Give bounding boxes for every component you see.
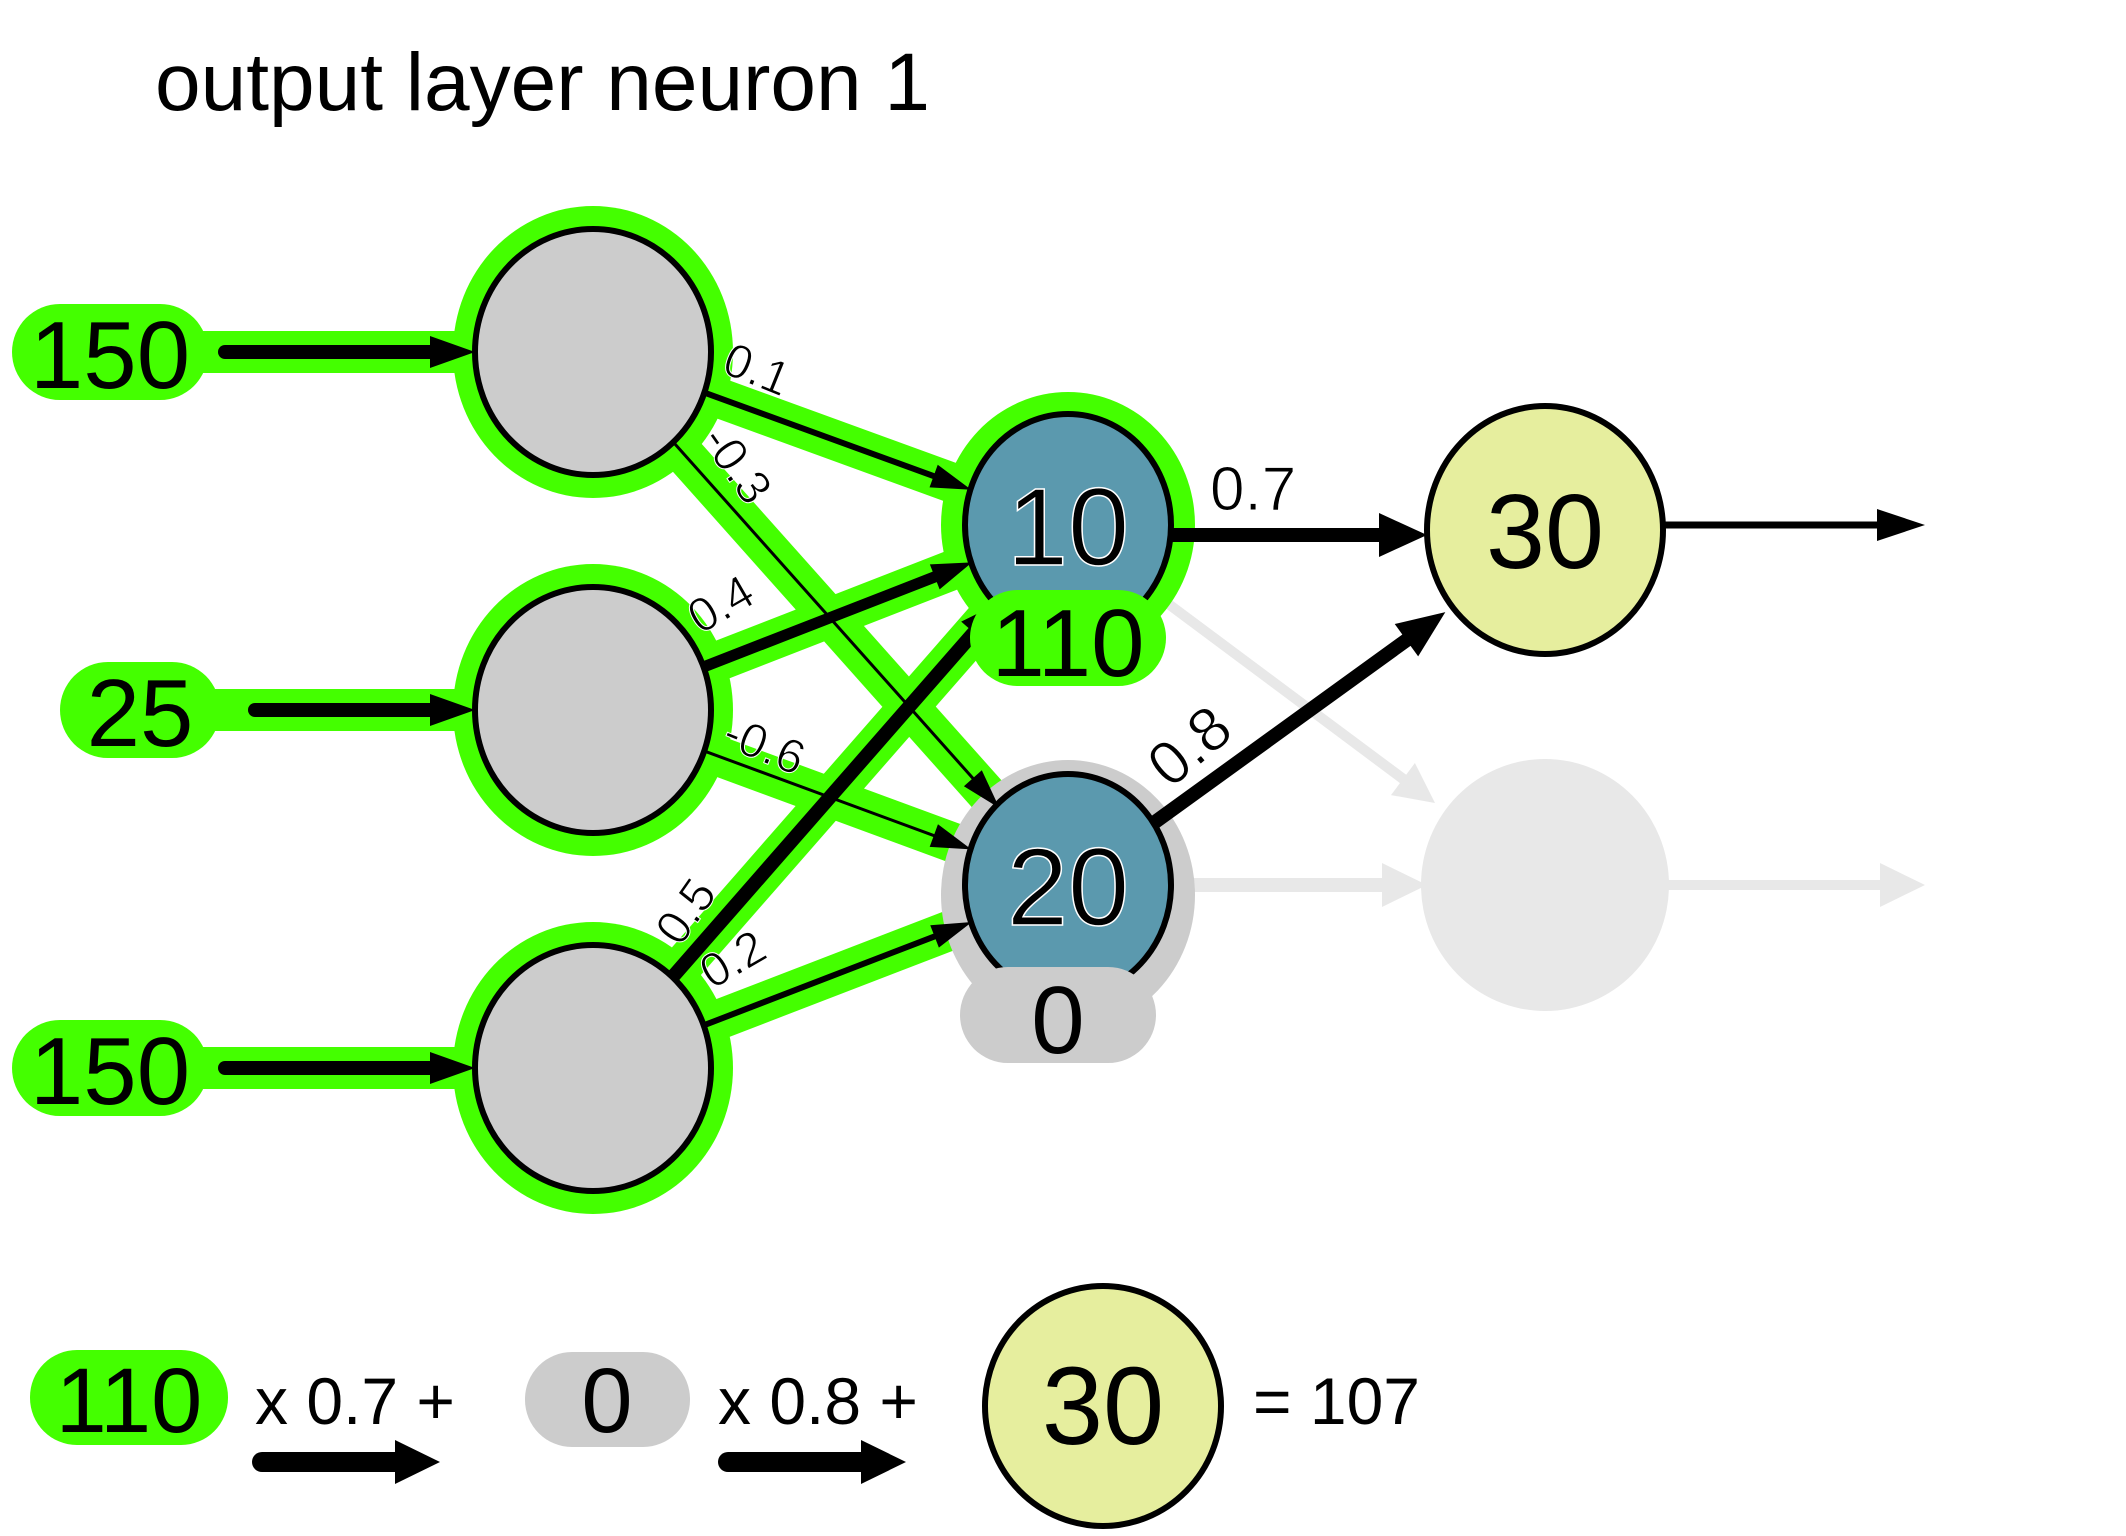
weight-connection (670, 438, 1000, 809)
input-arrow (218, 336, 475, 368)
connections (218, 336, 1925, 1084)
inactive-connections (1138, 580, 1925, 907)
arrowhead-icon (963, 770, 1000, 809)
input-value: 150 (30, 1018, 190, 1125)
input-value: 25 (87, 660, 194, 767)
diagram-title: output layer neuron 1 (155, 37, 930, 128)
weight-arrow-icon (252, 1440, 440, 1484)
equation-bias-neuron (982, 1283, 1224, 1529)
activation-pill (970, 590, 1166, 686)
arrowhead-icon (929, 562, 973, 590)
arrowhead-icon (1379, 513, 1427, 557)
arrowhead-icon (1877, 509, 1925, 541)
output-neuron (1424, 403, 1666, 657)
weight-connection (1164, 513, 1427, 557)
equation-term2-value: 0 (581, 1350, 632, 1452)
arrowhead-icon (430, 336, 475, 368)
equation-term2-op: x 0.8 + (718, 1364, 918, 1438)
input-neuron (472, 584, 714, 836)
input-value: 150 (30, 302, 190, 409)
arrowhead-icon (430, 1052, 475, 1084)
arrowhead-icon (929, 464, 972, 490)
weight-connection (702, 749, 972, 850)
hidden-neuron-bias: 20 (1007, 826, 1129, 949)
weight-arrow-icon (718, 1440, 906, 1484)
input-arrow (218, 1052, 475, 1084)
equation: 110 x 0.7 + 0 x 0.8 + 30 = 107 (30, 1283, 1420, 1529)
weight-connection (700, 922, 972, 1029)
output-arrow (1659, 509, 1925, 541)
weight-connection (697, 562, 973, 673)
equation-term1-pill (30, 1350, 228, 1445)
equation-term2-pill (525, 1352, 690, 1447)
weight-label: 0.7 (1210, 455, 1296, 524)
weight-connection (1148, 612, 1446, 829)
input-neuron (472, 942, 714, 1194)
arrowhead-icon (1390, 763, 1435, 803)
input-value-pill (12, 304, 208, 400)
equation-result: = 107 (1253, 1364, 1420, 1438)
input-arrow (248, 694, 475, 726)
hidden-activation-value: 0 (1031, 967, 1084, 1074)
arrowhead-icon (929, 824, 972, 850)
input-value-pill (60, 662, 220, 758)
hidden-activation-value: 110 (991, 590, 1144, 697)
equation-term1-value: 110 (56, 1350, 203, 1452)
input-neuron (472, 226, 714, 478)
inactive-connection (1138, 580, 1435, 803)
weight-label: 0.8 (1135, 692, 1245, 800)
inactive-connection (1179, 863, 1427, 907)
input-value-pill (12, 1020, 208, 1116)
inactive-output-neuron (1421, 759, 1669, 1011)
inactive-output-arrow (1658, 863, 1925, 907)
weight-connection (700, 389, 972, 490)
output-neuron-bias: 30 (1486, 473, 1604, 591)
equation-term1-op: x 0.7 + (255, 1364, 455, 1438)
arrowhead-icon (1382, 863, 1427, 907)
equation-bias-value: 30 (1042, 1345, 1164, 1468)
arrowhead-icon (430, 694, 475, 726)
arrowhead-icon (930, 922, 972, 948)
arrowhead-icon (1394, 612, 1446, 657)
activation-pill (960, 967, 1156, 1063)
arrowhead-icon (1880, 863, 1925, 907)
hidden-neuron-bias: 10 (1007, 466, 1129, 589)
